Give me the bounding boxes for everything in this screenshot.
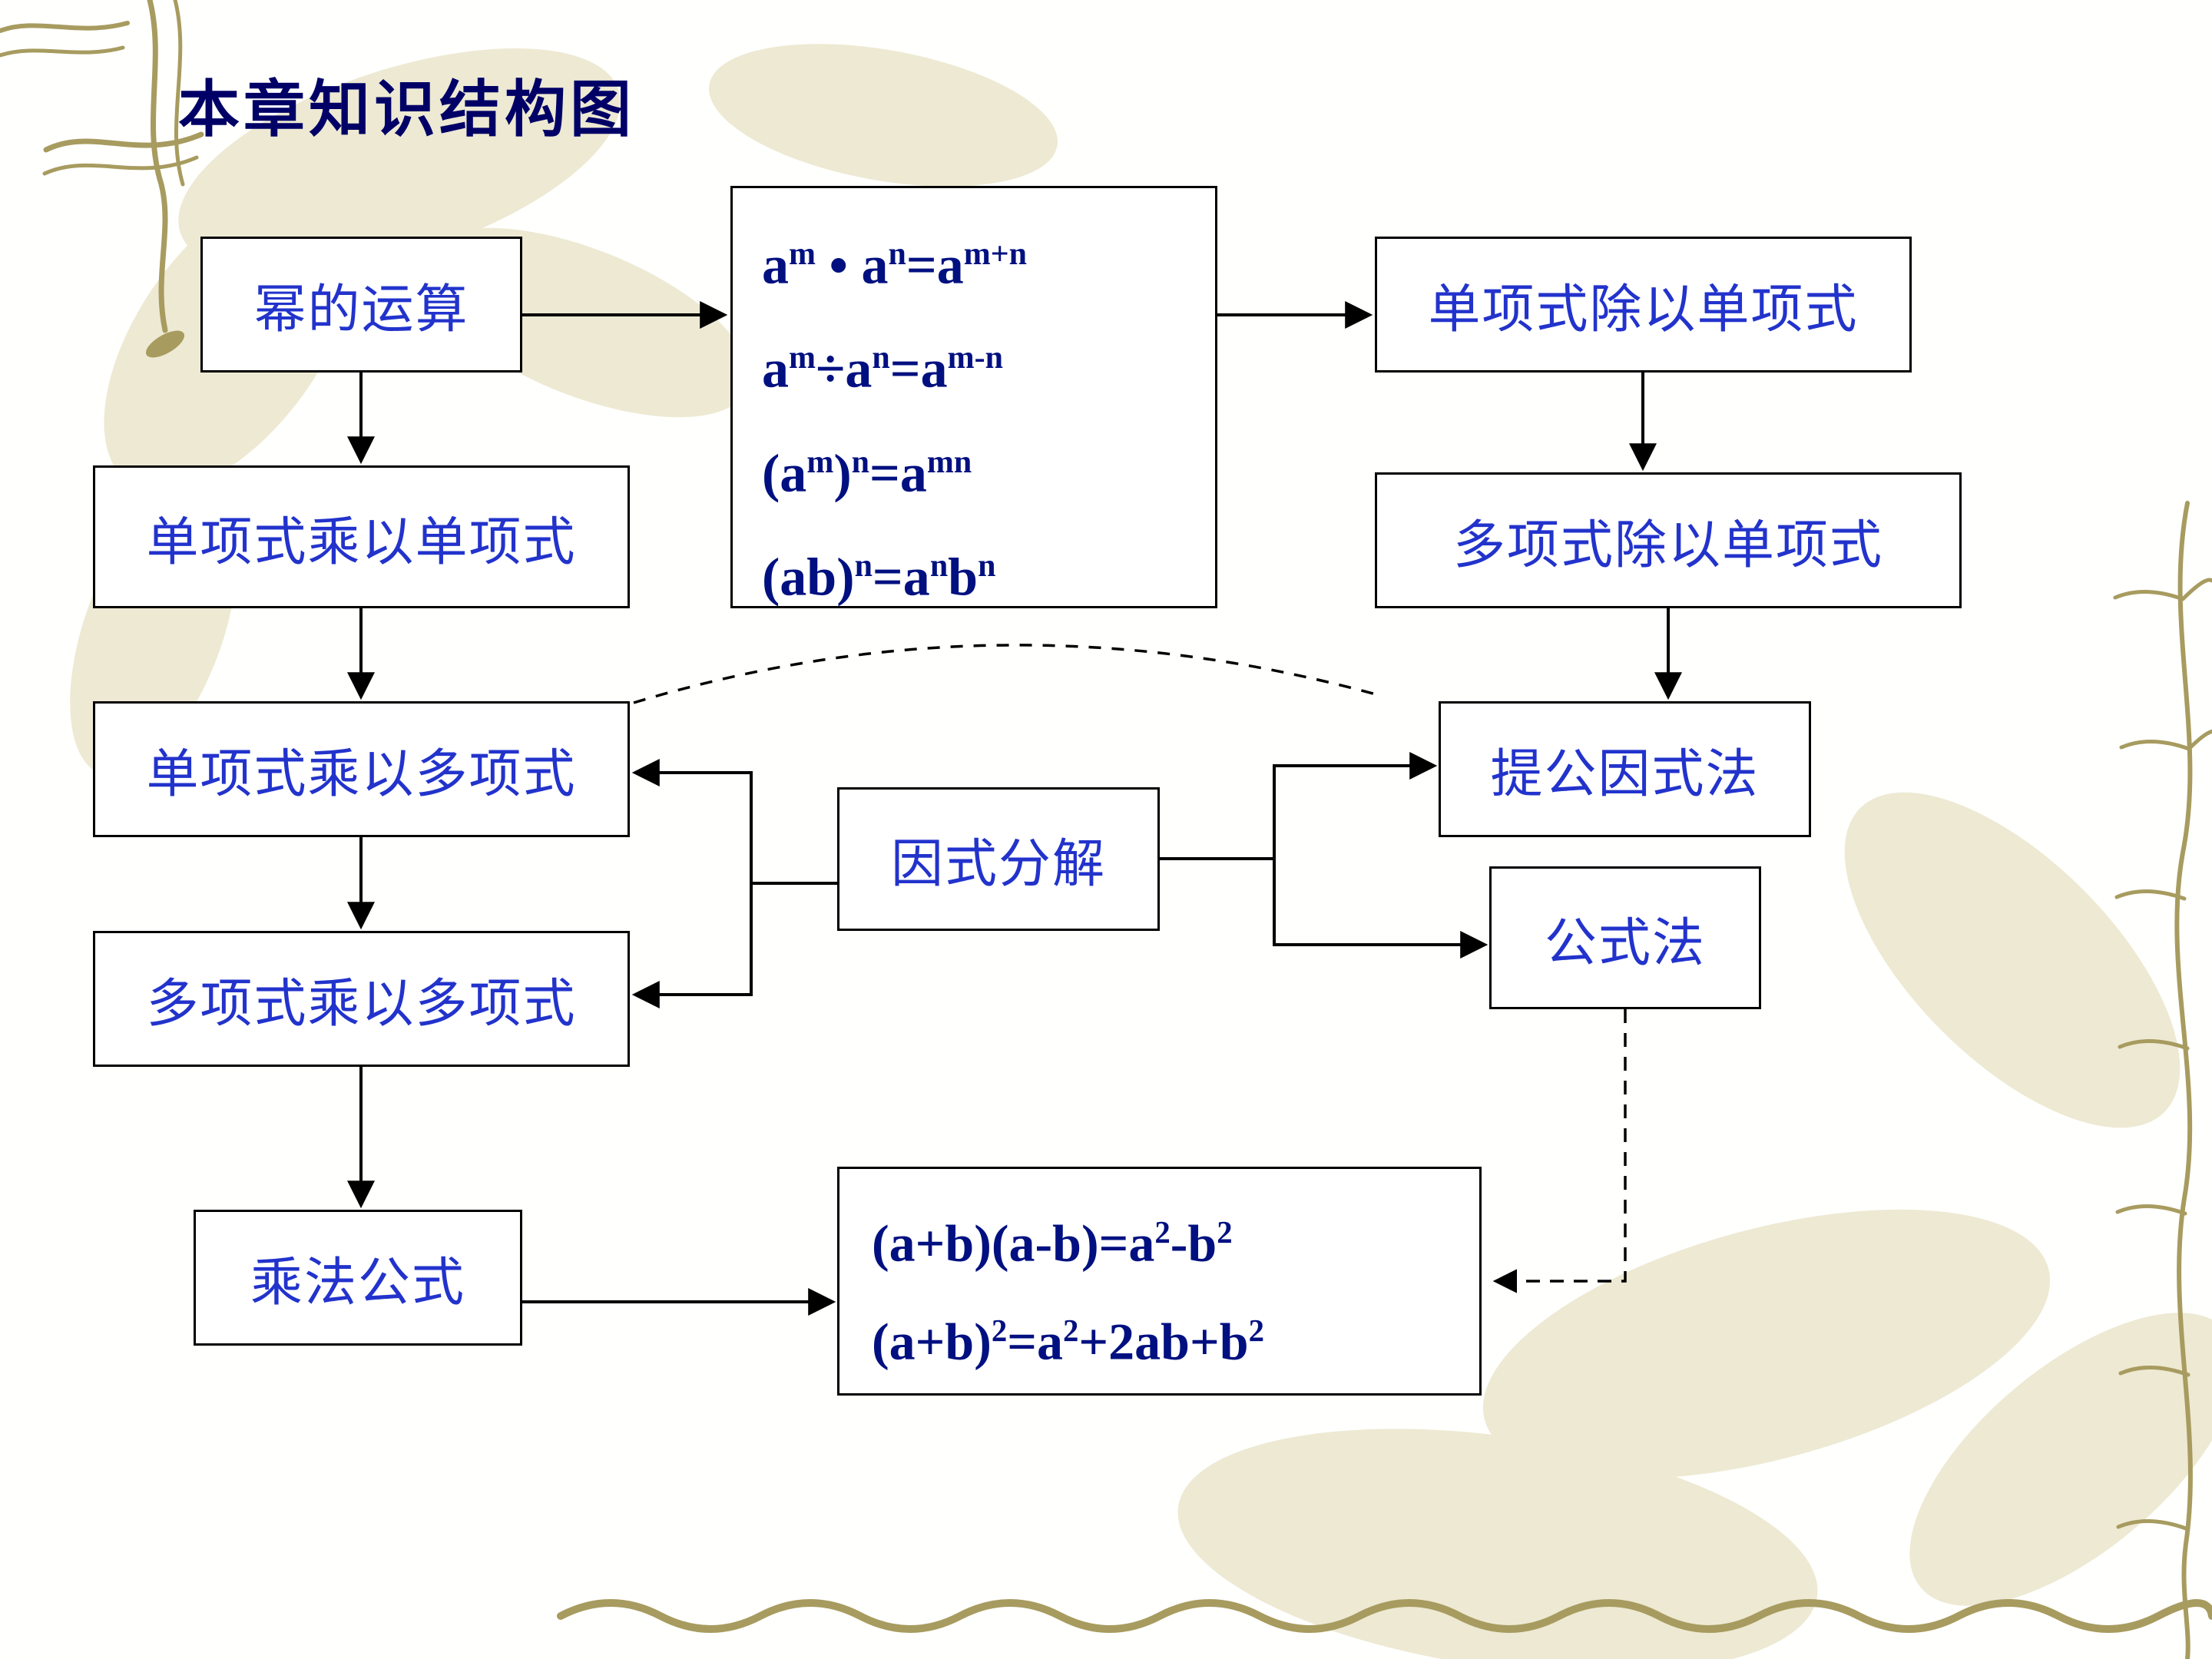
vine-leaf [2118, 1039, 2190, 1051]
power-formula-line-4: (ab)n=anbn [762, 548, 996, 608]
leaf-decoration [146, 330, 184, 358]
vine-leaf [2119, 729, 2212, 751]
vine-leaf [2113, 578, 2212, 601]
bottom-wave-decoration [557, 1599, 2212, 1633]
dashed-arc-inverse-relation [633, 644, 1379, 704]
power-formula-line-3: (am)n=amn [762, 443, 972, 503]
dashed-arrow-formula-method-to-product-formulas [1492, 1009, 1627, 1293]
vine-leaf [2114, 889, 2187, 901]
node-mult-formula: 乘法公式 [194, 1210, 522, 1346]
node-mono-div-mono: 单项式除以单项式 [1375, 237, 1912, 373]
node-poly-div-mono: 多项式除以单项式 [1375, 472, 1962, 608]
node-mono-times-mono: 单项式乘以单项式 [93, 465, 630, 608]
vine-leaf [2118, 1366, 2190, 1377]
node-power-operations: 幂的运算 [200, 237, 522, 373]
corner-stem-decoration [0, 45, 125, 58]
corner-stem-decoration [42, 155, 199, 176]
vine-leaf [2116, 1519, 2188, 1531]
corner-stem-decoration [0, 21, 130, 33]
product-formula-line-1: (a+b)(a-b)=a2-b2 [872, 1214, 1233, 1273]
node-mono-times-poly: 单项式乘以多项式 [93, 701, 630, 837]
node-factorization: 因式分解 [837, 787, 1160, 931]
vine-leaf [2115, 1204, 2187, 1216]
node-product-formulas: (a+b)(a-b)=a2-b2 (a+b)2=a2+2ab+b2 [837, 1167, 1482, 1396]
node-common-factor-method: 提公因式法 [1439, 701, 1811, 837]
product-formula-line-2: (a+b)2=a2+2ab+b2 [872, 1312, 1264, 1371]
corner-stem-decoration [147, 0, 168, 333]
power-formula-line-2: am÷an=am-n [762, 339, 1004, 399]
power-formula-line-1: am • an=am+n [762, 236, 1028, 296]
node-poly-times-poly: 多项式乘以多项式 [93, 931, 630, 1067]
right-vine-decoration [2174, 501, 2193, 1659]
slide-title: 本章知识结构图 [178, 75, 635, 144]
node-formula-method: 公式法 [1489, 866, 1761, 1009]
node-power-formulas: am • an=am+n am÷an=am-n (am)n=amn (ab)n=… [730, 186, 1217, 608]
